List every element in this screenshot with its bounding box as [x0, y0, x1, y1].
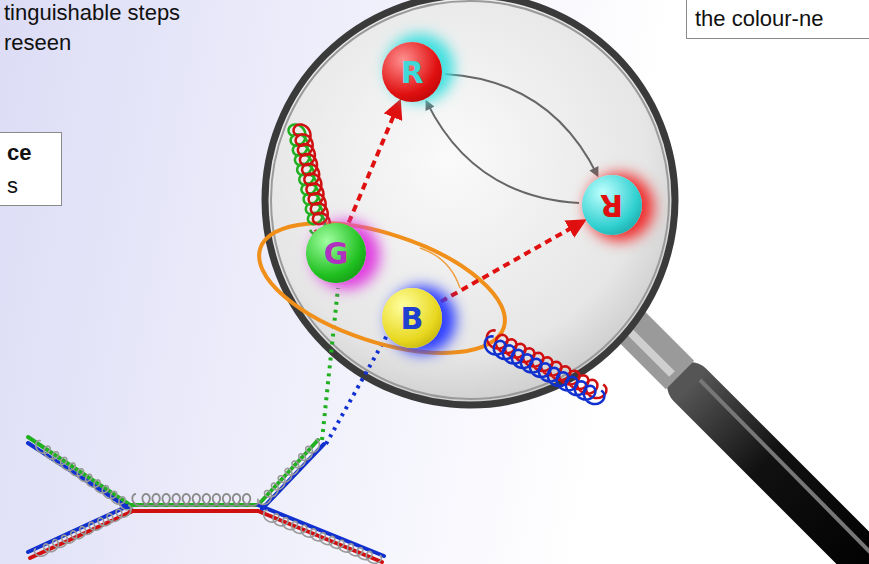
handle-shine: [700, 380, 869, 552]
pairing-ellipse: [244, 197, 521, 379]
gluon-coil: [294, 125, 331, 235]
magnifier-lens: [265, 0, 675, 405]
magnifier-handle: [690, 385, 869, 564]
box-text: s: [7, 169, 53, 202]
colour-flow-arc: [445, 74, 598, 175]
gluon-coil: [36, 441, 133, 510]
colour-flow-arc: [427, 102, 580, 203]
colour-flow-arrow: [441, 221, 584, 302]
gluon-coil: [34, 505, 131, 556]
feynman-diagram: [28, 437, 384, 562]
gluon-coil: [485, 336, 605, 404]
quark-ball: R: [382, 42, 442, 102]
gluon-coil: [264, 510, 382, 563]
handle-collar: [630, 325, 680, 375]
heading-fragment: tinguishable steps: [4, 0, 180, 26]
text-box: ces: [0, 132, 62, 206]
colour-charge-letter: R: [600, 188, 623, 223]
colour-charge-letter: R: [400, 55, 423, 90]
quark-ball: B: [382, 288, 442, 348]
box-text: the colour-ne: [695, 2, 862, 35]
gluon-coil: [132, 494, 260, 506]
handle-collar-shine: [628, 330, 672, 374]
colour-flow-arrow: [349, 102, 399, 222]
quark-ball: G: [306, 223, 366, 283]
gluon-coil: [258, 439, 320, 504]
blue-dotted-line: [326, 330, 390, 444]
colour-charge-letter: B: [401, 301, 424, 336]
antiquark-ball: R: [582, 175, 642, 235]
colour-charge-letter: G: [324, 236, 349, 271]
ellipse-streak: [420, 248, 460, 288]
green-dotted-line: [322, 288, 338, 440]
heading-fragment: reseen: [4, 30, 71, 56]
box-text: ce: [7, 136, 53, 169]
lens-rim: [271, 1, 669, 399]
text-box: the colour-ne: [686, 0, 869, 39]
